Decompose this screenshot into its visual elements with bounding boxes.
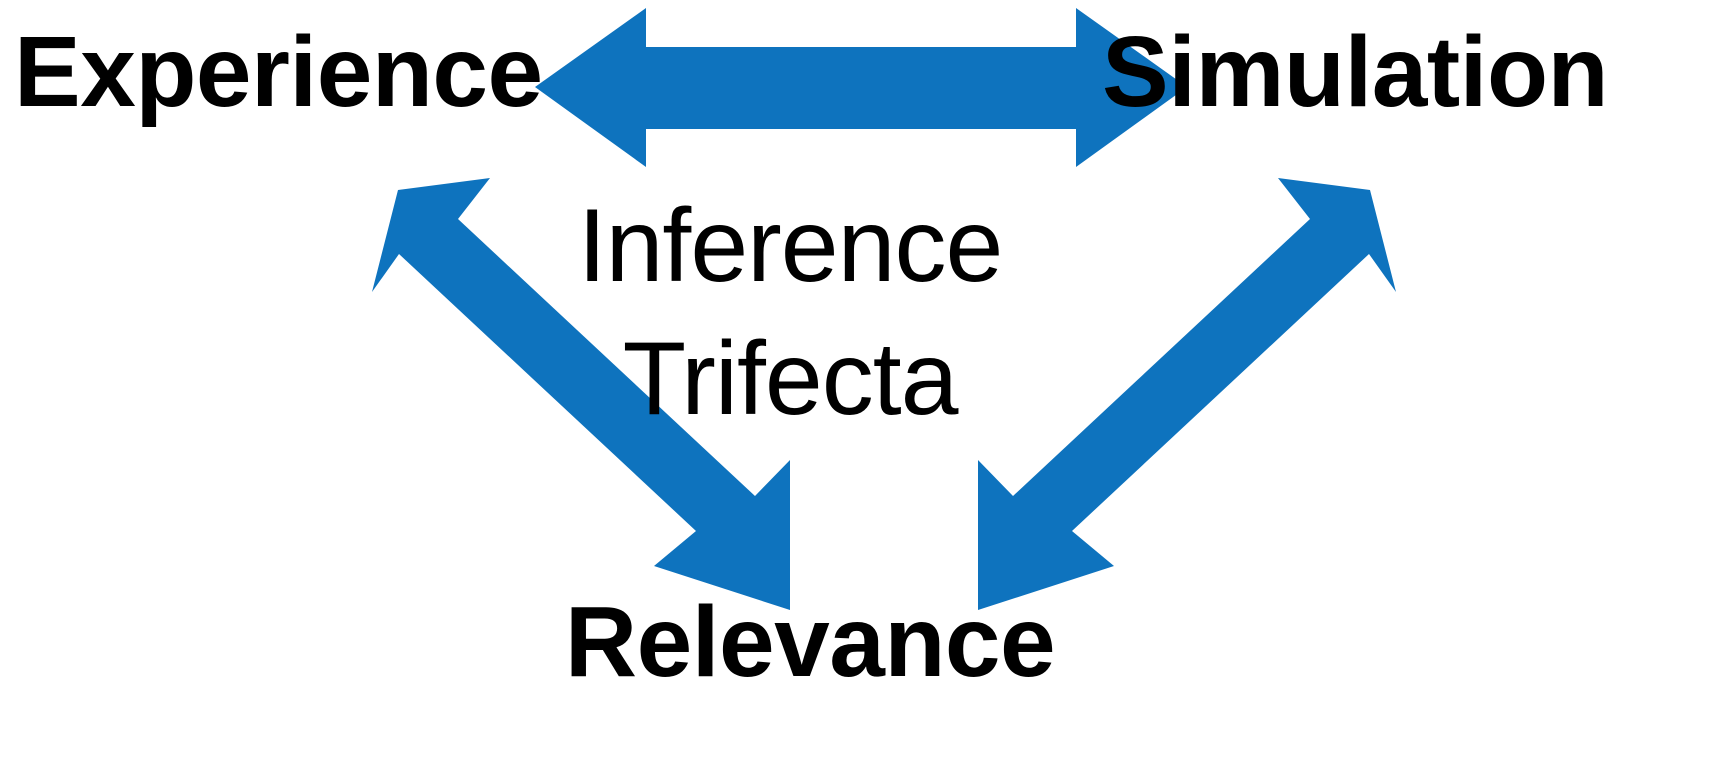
node-label-simulation: Simulation <box>1102 16 1609 128</box>
center-annotation-line-2: Trifecta <box>622 321 959 438</box>
center-annotation-line-1: Inference <box>577 188 1004 304</box>
arrow-simulation-relevance-icon <box>978 178 1396 610</box>
node-label-experience: Experience <box>14 16 543 128</box>
arrow-experience-relevance-icon <box>372 178 790 610</box>
arrow-experience-simulation-icon <box>535 8 1187 167</box>
center-annotation: Inference Trifecta <box>0 180 1580 446</box>
node-label-relevance: Relevance <box>564 586 1056 698</box>
